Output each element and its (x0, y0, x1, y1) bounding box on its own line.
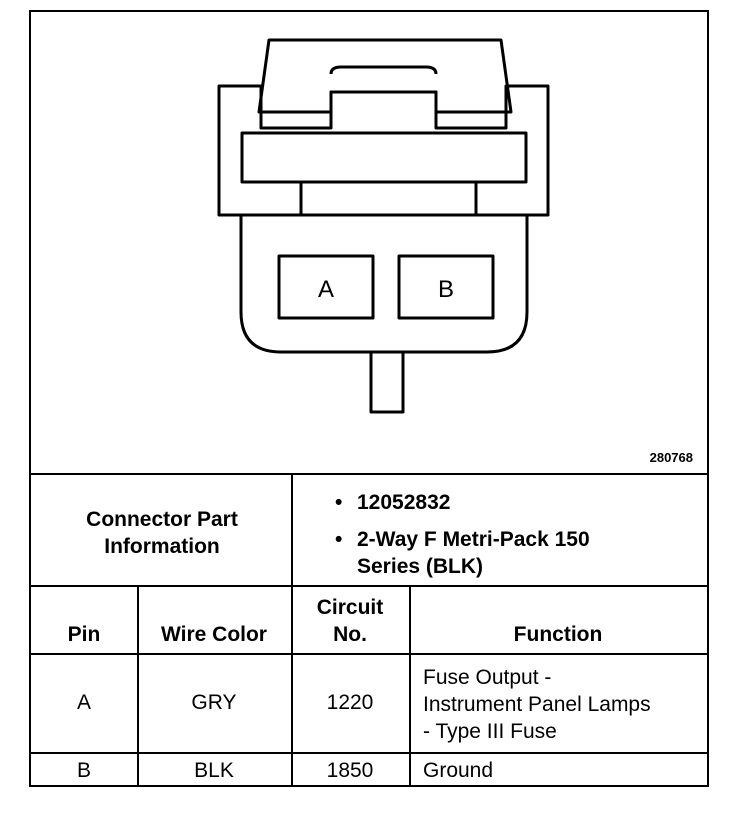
rule-row-a-bottom (31, 752, 707, 754)
connector-type-line2: Series (BLK) (357, 555, 484, 578)
row-b-circuit: 1850 (326, 759, 374, 782)
rule-connector-info-bottom (31, 585, 707, 587)
header-wire-color: Wire Color (161, 623, 267, 646)
row-b-function: Ground (423, 759, 494, 782)
row-a-circuit: 1220 (326, 691, 374, 714)
lock-tab-slot (329, 65, 438, 75)
row-a-function-line3: - Type III Fuse (423, 720, 557, 743)
row-a-function: Fuse Output - Instrument Panel Lamps - T… (423, 664, 707, 745)
connector-upper-body (217, 84, 550, 217)
rule-drawing-bottom (31, 473, 707, 475)
header-pin: Pin (67, 623, 101, 646)
header-function: Function (513, 623, 603, 646)
pin-b-label: B (438, 276, 454, 303)
connector-type-line1: 2-Way F Metri-Pack 150 (357, 528, 590, 551)
header-circuit-line1: Circuit (316, 596, 384, 619)
rule-info-divider (291, 473, 293, 587)
rule-col-wire (291, 585, 293, 787)
pin-a-label: A (318, 276, 334, 303)
connector-inner-rib (240, 131, 528, 184)
row-a-function-line1: Fuse Output - (423, 666, 552, 689)
rule-col-pin (137, 585, 139, 787)
connector-part-info-label-line2: Information (104, 535, 220, 558)
row-b-wire-color: BLK (194, 759, 234, 782)
header-circuit-line2: No. (333, 623, 367, 646)
connector-part-info-list: 12052832 2-Way F Metri-Pack 150 Series (… (331, 489, 711, 580)
connector-drawing: A B 280768 (31, 12, 707, 474)
row-a-pin: A (76, 691, 91, 714)
row-a-function-line2: Instrument Panel Lamps (423, 693, 651, 716)
connector-type: 2-Way F Metri-Pack 150 Series (BLK) (331, 526, 711, 580)
rule-header-bottom (31, 653, 707, 655)
row-b-pin: B (76, 759, 91, 782)
connector-part-number: 12052832 (331, 489, 711, 516)
connector-outline-svg: A B (217, 38, 550, 414)
figure-ref-number: 280768 (649, 450, 693, 465)
connector-lower-housing (239, 213, 529, 354)
connector-part-info-label-line1: Connector Part (86, 508, 238, 531)
lock-tab (257, 38, 513, 114)
header-circuit-no: Circuit No. (291, 594, 409, 648)
key-post (369, 352, 405, 414)
pin-a-cavity (277, 254, 375, 320)
row-a-wire-color: GRY (191, 691, 237, 714)
connector-end-view-frame: A B 280768 Connector Part Information 12… (29, 10, 709, 787)
connector-part-info-label: Connector Part Information (31, 506, 293, 560)
pin-b-cavity (397, 254, 495, 320)
rule-col-circuit (409, 585, 411, 787)
connector-rib-lines (299, 182, 478, 215)
